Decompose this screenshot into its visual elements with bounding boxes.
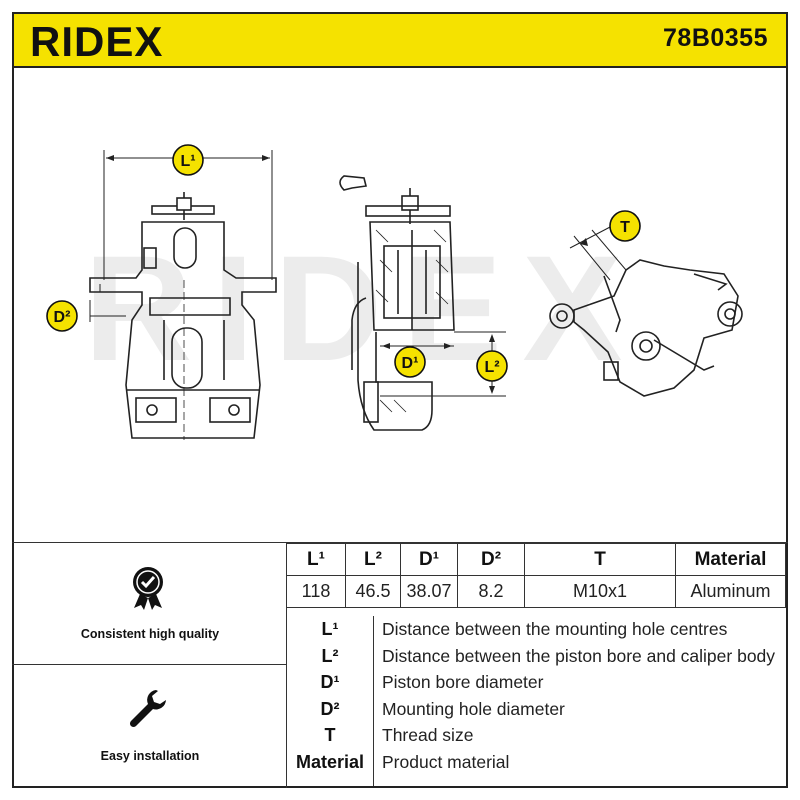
legend-text: Mounting hole diameter xyxy=(382,698,565,719)
spec-header-t: T xyxy=(524,543,676,576)
spec-table: L¹ L² D¹ D² T Material 118 46.5 38.07 8.… xyxy=(286,543,786,608)
section-divider xyxy=(12,542,788,543)
legend-item: L² Distance between the piston bore and … xyxy=(286,643,786,670)
badge-d1-text: D¹ xyxy=(402,355,419,372)
spec-header-material: Material xyxy=(675,543,786,576)
header-bar: RIDEX 78B0355 xyxy=(12,12,788,68)
legend-text: Product material xyxy=(382,751,510,772)
legend-key: Material xyxy=(295,751,365,772)
spec-value-d1: 38.07 xyxy=(400,575,458,608)
spec-value-d2: 8.2 xyxy=(457,575,525,608)
badge-l1-text: L¹ xyxy=(180,153,195,170)
feature-installation-label: Easy installation xyxy=(100,749,200,763)
spec-value-l1: 118 xyxy=(286,575,346,608)
column-divider xyxy=(286,542,287,788)
legend-item: D¹ Piston bore diameter xyxy=(286,669,786,696)
spec-header-d2: D² xyxy=(457,543,525,576)
caliper-front-view xyxy=(89,150,277,440)
legend-text: Piston bore diameter xyxy=(382,672,544,692)
legend-text: Thread size xyxy=(382,725,474,745)
badge-t-text: T xyxy=(620,219,630,236)
spec-header-row: L¹ L² D¹ D² T Material xyxy=(286,543,786,576)
legend-item: Material Product material xyxy=(286,749,786,776)
dimension-badge-t: T xyxy=(609,210,641,242)
spec-value-t: M10x1 xyxy=(524,575,676,608)
caliper-section-view xyxy=(339,175,506,431)
spec-value-l2: 46.5 xyxy=(345,575,401,608)
spec-value-row: 118 46.5 38.07 8.2 M10x1 Aluminum xyxy=(286,575,786,608)
technical-drawing: RIDEX xyxy=(46,144,743,440)
part-number: 78B0355 xyxy=(663,24,768,52)
legend-item: T Thread size xyxy=(286,722,786,749)
dimension-badge-l2: L² xyxy=(476,350,508,382)
legend-text: Distance between the piston bore and cal… xyxy=(382,645,776,666)
spec-value-material: Aluminum xyxy=(675,575,786,608)
ridex-logo: RIDEX xyxy=(30,18,163,62)
legend-key: D² xyxy=(320,698,340,719)
legend-text: Distance between the mounting hole centr… xyxy=(382,619,728,639)
spec-header-l1: L¹ xyxy=(286,543,346,576)
spec-header-l2: L² xyxy=(345,543,401,576)
badge-l2-text: L² xyxy=(484,359,499,376)
feature-quality-label: Consistent high quality xyxy=(80,627,220,641)
dimension-badge-d1: D¹ xyxy=(394,346,426,378)
legend-key: L² xyxy=(321,645,339,666)
feature-divider xyxy=(12,664,286,665)
caliper-handbrake-view xyxy=(549,225,743,397)
dimension-badge-d2: D² xyxy=(46,300,78,332)
legend-key: T xyxy=(324,725,336,745)
wrench-icon xyxy=(129,690,166,728)
legend-key: L¹ xyxy=(321,619,339,639)
spec-header-d1: D¹ xyxy=(400,543,458,576)
badge-d2-text: D² xyxy=(54,309,71,326)
legend-item: L¹ Distance between the mounting hole ce… xyxy=(286,616,786,643)
quality-check-badge-icon xyxy=(133,567,163,610)
dimension-badge-l1: L¹ xyxy=(172,144,204,176)
legend-item: D² Mounting hole diameter xyxy=(286,696,786,723)
legend-key: D¹ xyxy=(320,672,340,692)
legend-list: L¹ Distance between the mounting hole ce… xyxy=(286,616,786,775)
watermark-text: RIDEX xyxy=(84,224,642,392)
brand-text: RIDEX xyxy=(30,18,163,62)
legend-divider xyxy=(373,616,374,786)
